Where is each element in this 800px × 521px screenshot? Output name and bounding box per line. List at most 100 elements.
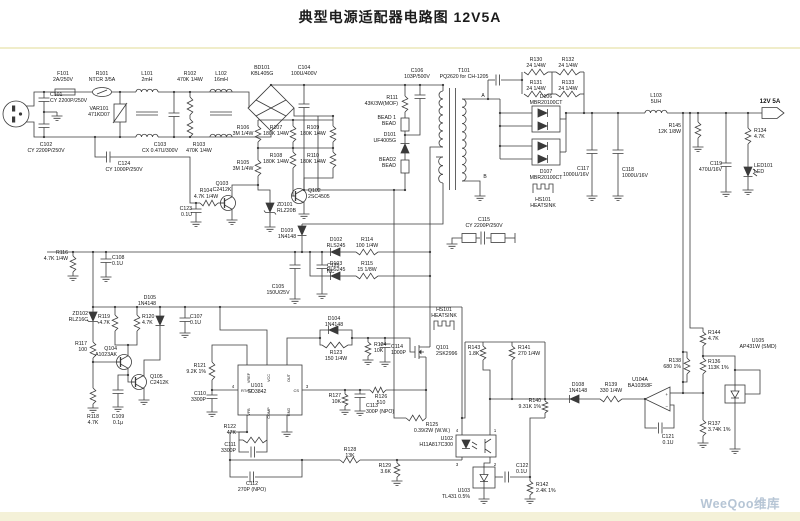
wire bbox=[338, 329, 353, 338]
wire bbox=[238, 431, 247, 441]
value-R109: 180K 1/4W bbox=[300, 131, 326, 137]
junction-dot bbox=[543, 397, 547, 401]
label-D104: D104 bbox=[328, 316, 341, 322]
value-R126: 510 bbox=[377, 400, 386, 406]
value-R124: 10K bbox=[374, 348, 384, 354]
value-R127: 10K bbox=[332, 399, 342, 405]
text-VFB: VFB bbox=[247, 408, 251, 416]
value-D107: MBR20100CT bbox=[530, 175, 564, 181]
value-C122: 0.1U bbox=[516, 469, 527, 475]
sym-tr bbox=[291, 188, 307, 204]
sym-rv bbox=[744, 127, 752, 145]
wire bbox=[229, 415, 248, 460]
sym-rv bbox=[541, 400, 549, 414]
label-ZD102: ZD102 bbox=[72, 311, 88, 317]
label-D102: D102 bbox=[330, 237, 343, 243]
wire bbox=[293, 108, 333, 117]
junction-dot bbox=[520, 78, 524, 82]
label-R129: R129 bbox=[379, 463, 392, 469]
sym-ch bbox=[504, 471, 509, 483]
value-HS101: HEATSINK bbox=[431, 313, 457, 319]
label-R128: R128 bbox=[344, 447, 357, 453]
label-R134: R134 bbox=[754, 128, 767, 134]
label-U103: U103 bbox=[458, 488, 471, 494]
sym-ih bbox=[135, 133, 159, 138]
sym-cv bbox=[414, 94, 426, 99]
value-D101: UF4005G bbox=[374, 138, 397, 144]
junction-dot bbox=[486, 97, 490, 101]
value-BD101: KBL405G bbox=[251, 71, 274, 77]
junction-dot bbox=[403, 133, 407, 137]
junction-dot bbox=[392, 188, 396, 192]
value-D104: 1N4148 bbox=[325, 322, 343, 328]
ground-icon bbox=[586, 192, 598, 201]
sym-cv bbox=[168, 112, 180, 117]
sym-rv bbox=[683, 357, 691, 375]
sym-rv bbox=[69, 255, 77, 273]
label-C112: C112 bbox=[246, 481, 258, 487]
wires bbox=[26, 71, 762, 495]
sym-cv bbox=[112, 389, 124, 394]
wire bbox=[211, 344, 248, 365]
sym-rh bbox=[523, 90, 549, 98]
junction-dot bbox=[91, 360, 95, 364]
label-C121: C121 bbox=[662, 434, 675, 440]
sym-bx bbox=[400, 117, 410, 132]
junction-dot bbox=[172, 90, 176, 94]
junction-dot bbox=[358, 388, 362, 392]
junction-dot bbox=[245, 430, 249, 434]
sym-rv bbox=[89, 387, 97, 405]
sym-cv bbox=[720, 162, 732, 167]
label-C118: C118 bbox=[622, 167, 634, 173]
ground-icon bbox=[391, 477, 403, 486]
watermark: WeeQoo维库 bbox=[700, 497, 780, 511]
value-R115: 15 1/8W bbox=[357, 267, 376, 273]
value-HS101: HEATSINK bbox=[530, 203, 556, 209]
value-L102: 16mH bbox=[214, 77, 228, 83]
label-Q103: Q103 bbox=[216, 181, 229, 187]
label-R109: R109 bbox=[307, 125, 320, 131]
ground-icon bbox=[612, 192, 624, 201]
text-1: 1 bbox=[494, 428, 497, 433]
label-R132: R132 bbox=[562, 57, 575, 63]
junction-dot bbox=[291, 118, 295, 122]
sym-rv bbox=[699, 419, 707, 437]
junction-dots bbox=[42, 78, 750, 479]
sym-cv bbox=[100, 258, 112, 263]
value-R101: NTCR 3/5A bbox=[89, 77, 116, 83]
ground-icon bbox=[67, 272, 79, 281]
sym-hk bbox=[433, 320, 455, 330]
junction-dot bbox=[210, 388, 214, 392]
value-R123: 150 1/4W bbox=[325, 356, 347, 362]
value-C108: 0.1U bbox=[112, 261, 123, 267]
label-C102: C102 bbox=[40, 142, 53, 148]
wire bbox=[255, 99, 287, 117]
value-R105: 3M 1/4W bbox=[233, 166, 254, 172]
value-R144: 4.7K bbox=[708, 336, 719, 342]
sym-rv bbox=[699, 331, 707, 347]
sym-sh bbox=[724, 384, 746, 404]
wire bbox=[663, 404, 675, 429]
junction-dot bbox=[42, 110, 46, 114]
value-R125: 0.39/2W (W.W.) bbox=[414, 428, 451, 434]
sym-rh bbox=[321, 341, 349, 349]
ground-icon bbox=[742, 186, 754, 195]
value-R114: 100 1/4W bbox=[356, 243, 378, 249]
text-CS: CS bbox=[293, 388, 299, 393]
label-R104: R104 bbox=[200, 188, 213, 194]
value-U102: H11A817C300 bbox=[419, 442, 453, 448]
value-D102: RLS245 bbox=[327, 243, 346, 249]
junction-dot bbox=[343, 388, 347, 392]
ground-icon bbox=[190, 218, 202, 227]
junction-dot bbox=[643, 397, 647, 401]
junction-dot bbox=[126, 373, 130, 377]
label-R119: R119 bbox=[98, 314, 110, 320]
junction-dot bbox=[126, 343, 130, 347]
label-C113: C113 bbox=[366, 403, 378, 409]
wire bbox=[94, 137, 106, 158]
sym-op bbox=[455, 434, 497, 458]
sym-br bbox=[247, 84, 295, 132]
sym-cv bbox=[586, 149, 598, 154]
wire bbox=[689, 113, 704, 332]
value-C109: 0.1μ bbox=[113, 420, 123, 426]
